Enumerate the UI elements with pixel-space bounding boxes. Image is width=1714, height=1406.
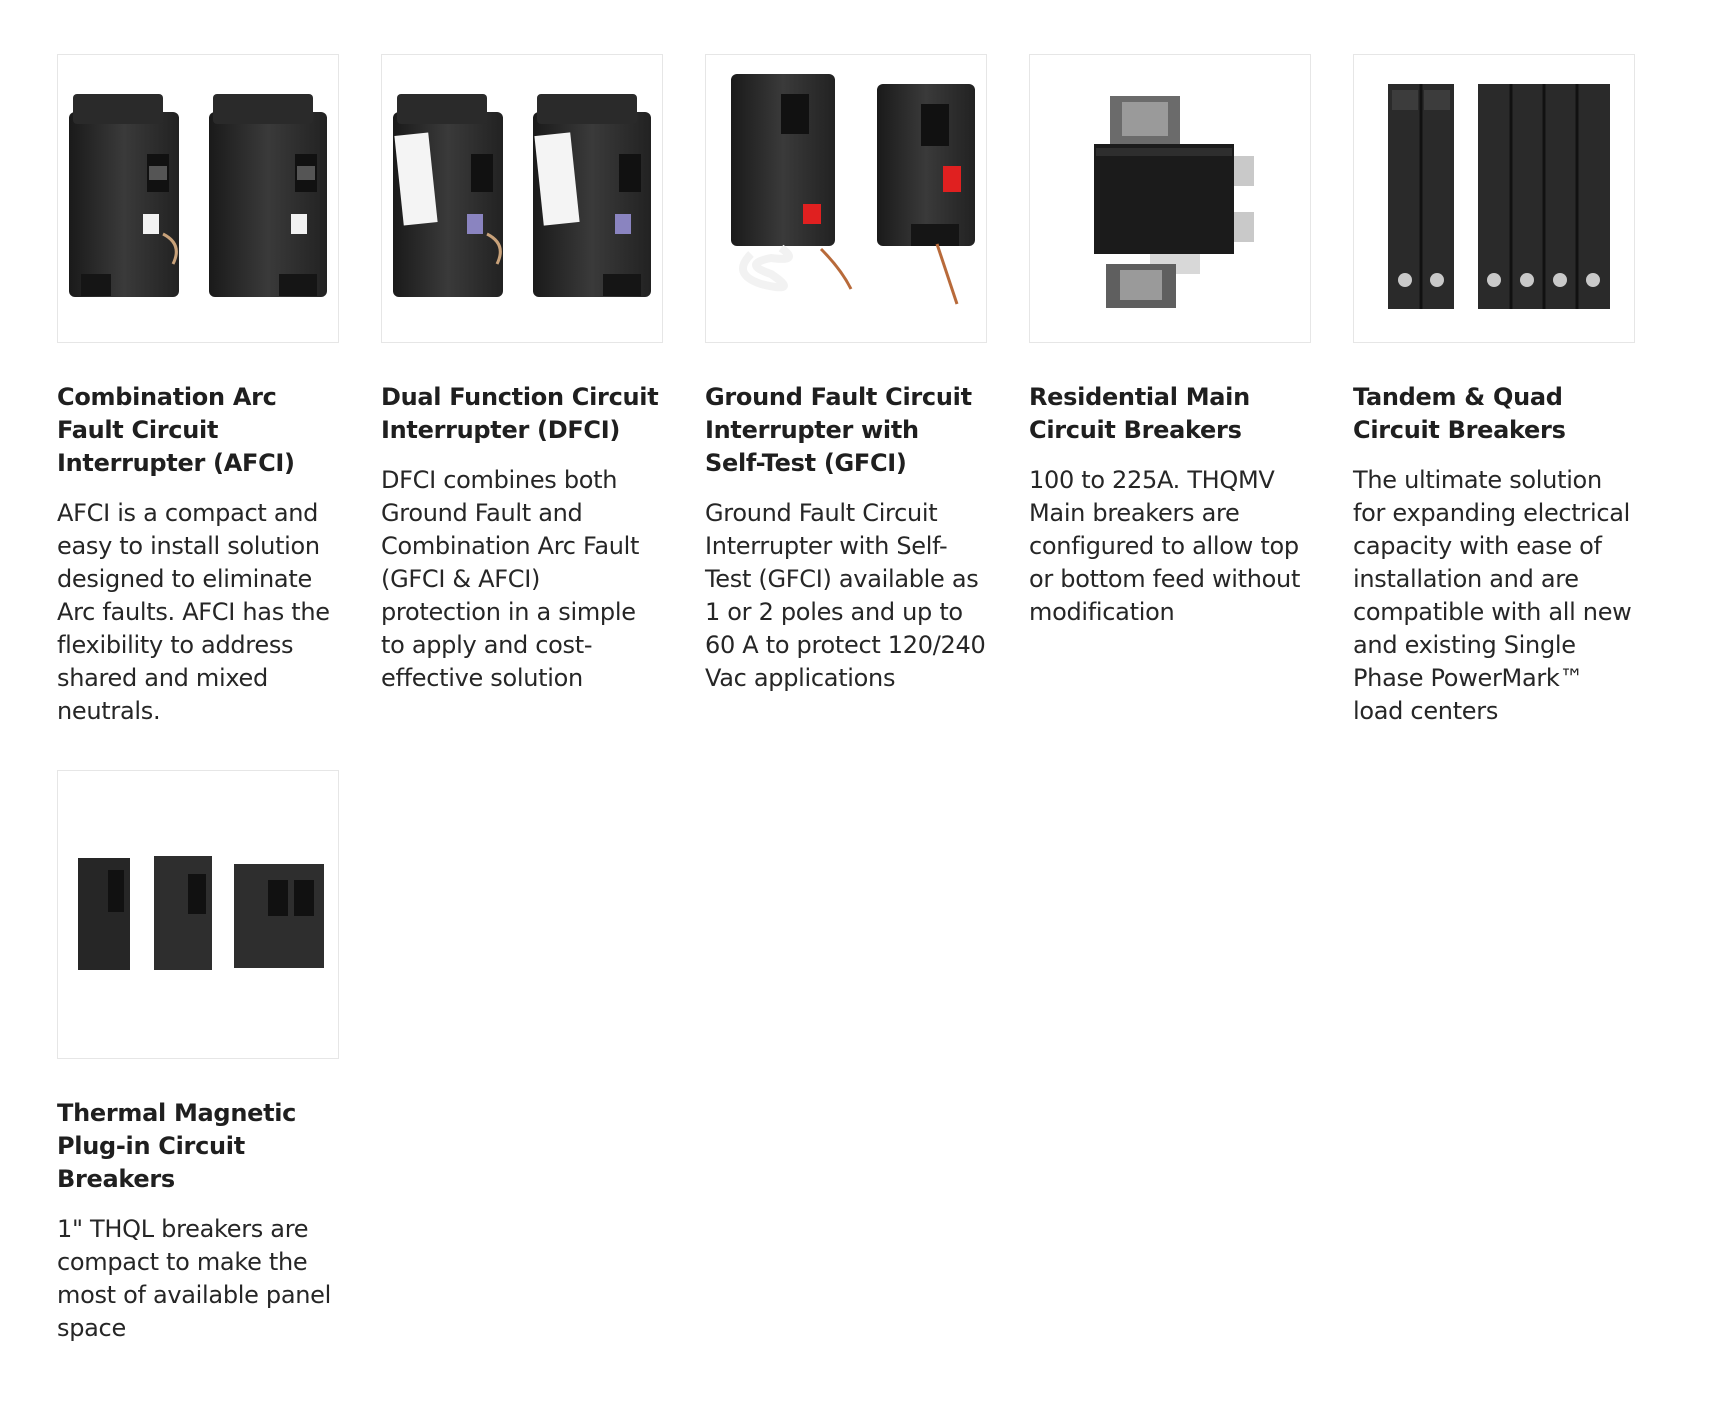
- product-description: Ground Fault Circuit Interrupter with Se…: [705, 499, 986, 692]
- product-title[interactable]: Residential Main Circuit Breakers: [1029, 383, 1250, 444]
- product-image-afci[interactable]: [57, 54, 339, 343]
- product-title[interactable]: Tandem & Quad Circuit Breakers: [1353, 383, 1566, 444]
- product-description: 1" THQL breakers are compact to make the…: [57, 1215, 332, 1342]
- product-title[interactable]: Thermal Magnetic Plug-in Circuit Breaker…: [57, 1099, 297, 1193]
- product-card-plug-in[interactable]: Thermal Magnetic Plug-in Circuit Breaker…: [57, 770, 339, 1345]
- product-image-dfci[interactable]: [381, 54, 663, 343]
- product-card-tandem-quad[interactable]: Tandem & Quad Circuit Breakers The ultim…: [1353, 54, 1635, 728]
- product-card-main-breakers[interactable]: Residential Main Circuit Breakers 100 to…: [1029, 54, 1311, 728]
- gfci-breaker-pair-icon: [731, 73, 975, 304]
- product-description: AFCI is a compact and easy to install so…: [57, 499, 330, 725]
- product-description: 100 to 225A. THQMV Main breakers are con…: [1029, 466, 1301, 626]
- product-card-dfci[interactable]: Dual Function Circuit Interrupter (DFCI)…: [381, 54, 663, 728]
- product-grid: Combination Arc Fault Circuit Interrupte…: [57, 54, 1635, 1345]
- product-description: The ultimate solution for expanding elec…: [1353, 466, 1632, 725]
- afci-breaker-pair-icon: [69, 93, 327, 297]
- main-breaker-icon: [1094, 95, 1254, 308]
- product-description: DFCI combines both Ground Fault and Comb…: [381, 466, 640, 692]
- product-title[interactable]: Dual Function Circuit Interrupter (DFCI): [381, 383, 659, 444]
- product-title[interactable]: Combination Arc Fault Circuit Interrupte…: [57, 383, 295, 477]
- plug-in-breaker-set-icon: [78, 855, 324, 970]
- product-title[interactable]: Ground Fault Circuit Interrupter with Se…: [705, 383, 972, 477]
- product-image-plug-in[interactable]: [57, 770, 339, 1059]
- product-image-gfci[interactable]: [705, 54, 987, 343]
- dfci-breaker-pair-icon: [393, 93, 651, 297]
- product-card-afci[interactable]: Combination Arc Fault Circuit Interrupte…: [57, 54, 339, 728]
- product-image-main-breakers[interactable]: [1029, 54, 1311, 343]
- product-image-tandem-quad[interactable]: [1353, 54, 1635, 343]
- tandem-quad-breaker-icon: [1388, 83, 1610, 309]
- product-card-gfci[interactable]: Ground Fault Circuit Interrupter with Se…: [705, 54, 987, 728]
